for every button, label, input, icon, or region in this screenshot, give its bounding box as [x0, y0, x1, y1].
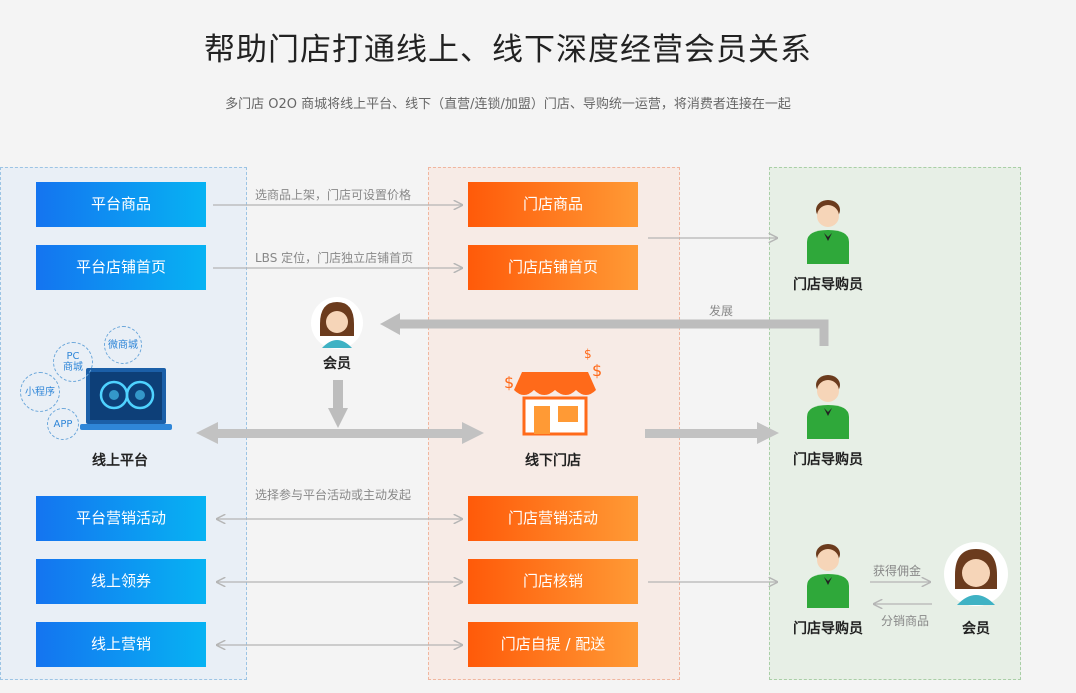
store-guide-thick-arrow-head — [757, 422, 779, 444]
member-top-label: 会员 — [307, 353, 367, 373]
develop-arrow-head — [380, 313, 400, 335]
guide-3-label: 门店导购员 — [778, 618, 878, 638]
app-bubble: APP — [47, 408, 79, 440]
svg-text:$: $ — [504, 373, 514, 392]
member-avatar-icon — [943, 541, 1009, 607]
svg-text:$: $ — [592, 361, 602, 380]
svg-text:$: $ — [584, 347, 592, 361]
member-down-arrow-head — [328, 408, 348, 428]
guide-2-label: 门店导购员 — [778, 449, 878, 469]
store-guide-thick-arrow-body — [645, 429, 759, 438]
micro-mall-bubble: 微商城 — [104, 326, 142, 364]
distribute-arrow-label: 分销商品 — [881, 612, 929, 629]
pc-mall-bubble: PC 商城 — [53, 342, 93, 382]
online-offline-arrow-body — [214, 429, 468, 438]
guide-avatar-icon — [805, 196, 851, 264]
products-arrow-label: 选商品上架，门店可设置价格 — [255, 186, 411, 203]
member-right-label: 会员 — [946, 618, 1006, 638]
develop-arrow-label: 发展 — [709, 302, 733, 319]
guide-1-label: 门店导购员 — [778, 274, 878, 294]
online-platform-caption: 线上平台 — [60, 450, 180, 470]
guide-avatar-icon — [805, 371, 851, 439]
homepage-arrow-label: LBS 定位，门店独立店铺首页 — [255, 249, 413, 266]
marketing-arrow-label: 选择参与平台活动或主动发起 — [255, 486, 411, 503]
online-offline-arrow-head-right — [462, 422, 484, 444]
online-offline-arrow-head-left — [196, 422, 218, 444]
commission-arrow-label: 获得佣金 — [873, 562, 921, 579]
offline-store-caption: 线下门店 — [493, 450, 613, 470]
store-icon: $ $ $ — [500, 346, 610, 438]
develop-arrow-body — [398, 324, 824, 346]
member-avatar-icon — [310, 296, 364, 350]
guide-avatar-icon — [805, 540, 851, 608]
mini-program-bubble: 小程序 — [20, 372, 60, 412]
member-down-arrow-body — [333, 380, 343, 410]
